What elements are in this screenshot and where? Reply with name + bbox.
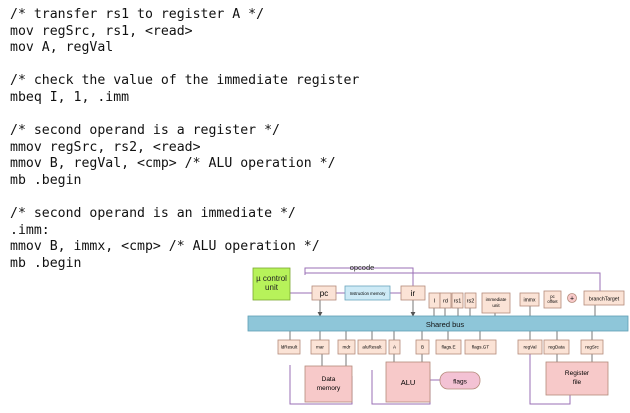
shared-bus [247, 315, 629, 332]
bus-reg-regVal-box [517, 339, 543, 355]
pc-register [311, 285, 337, 301]
adder-circle [567, 293, 577, 303]
bus-reg-regVal-label: regVal [524, 345, 537, 350]
branch-target-label: branchTarget [589, 297, 620, 303]
bus-reg-ldResult-label: ldResult [281, 345, 298, 350]
code-line: /* transfer rs1 to register A */ [10, 7, 265, 22]
code-line: /* second operand is an immediate */ [10, 206, 296, 222]
flags-unit [439, 371, 481, 390]
immx-label: immx [524, 298, 536, 304]
bus-reg-A-label: A [393, 345, 397, 350]
bus-reg-regData-box [543, 339, 570, 355]
bus-reg-mdr-label: mdr [343, 345, 351, 350]
shared-bus-label: Shared bus [426, 320, 465, 329]
field-reg-I-label: I [434, 298, 436, 304]
bus-connectors [289, 300, 596, 366]
alu-label: ALU [401, 378, 416, 387]
data-memory [304, 365, 353, 403]
bus-reg-A-box [388, 339, 401, 355]
ir-label: ir [411, 289, 416, 298]
code-line: mov regSrc, rs1, <read> [10, 23, 193, 39]
field-reg-rs2-box [464, 292, 477, 309]
field-reg-rd-label: rd [443, 298, 448, 304]
control-unit-box [252, 267, 291, 301]
bus-reg-ldResult-box [277, 339, 301, 355]
bus-reg-mar-label: mar [316, 345, 324, 350]
instruction-memory-label: Instruction memory [350, 291, 387, 296]
code-line: /* second operand is a register */ [10, 123, 280, 139]
alu [385, 361, 431, 403]
bus-reg-flags-E-box [435, 339, 462, 355]
code-line: mb .begin [10, 172, 82, 188]
instruction-memory [344, 285, 391, 301]
code-line: mbeq I, 1, .imm [10, 89, 130, 105]
field-reg-rs2-label: rs2 [467, 298, 475, 304]
bus-reg-B-box [415, 339, 430, 355]
field-reg-rs1-box [451, 292, 464, 309]
bus-reg-regSrc-box [580, 339, 604, 355]
flags-label: flags [453, 379, 467, 386]
microcode-listing: /* transfer rs1 to register A */mov regS… [10, 7, 359, 273]
field-reg-rs1-label: rs1 [454, 298, 462, 304]
bus-reg-mar-box [310, 339, 330, 355]
code-line: mmov regSrc, rs2, <read> [10, 139, 201, 155]
bus-reg-flags-E-label: flags.E [441, 345, 455, 350]
bus-reg-aluResult-box [357, 339, 387, 355]
register-file [545, 361, 609, 396]
bus-reg-regData-label: regData [548, 345, 565, 350]
bus-reg-mdr-box [337, 339, 356, 355]
ir-register [400, 285, 426, 301]
bus-reg-regSrc-label: regSrc [585, 345, 599, 350]
code-line: /* check the value of the immediate regi… [10, 73, 360, 89]
immx-register [519, 292, 540, 307]
bus-reg-aluResult-label: aluResult [362, 345, 382, 350]
pc-label: pc [320, 289, 328, 298]
code-line: mmov B, immx, <cmp> /* ALU operation */ [10, 239, 320, 255]
immediate-unit [481, 292, 511, 314]
opcode-label: opcode [350, 263, 375, 272]
bus-reg-flags-GT-box [464, 339, 497, 355]
bus-reg-flags-GT-label: flags.GT [472, 345, 490, 350]
code-line: mmov B, regVal, <cmp> /* ALU operation *… [10, 156, 336, 172]
adder-label: + [570, 296, 574, 303]
code-line: .imm: [10, 222, 50, 238]
code-line: mb .begin [10, 255, 82, 271]
bus-reg-B-label: B [421, 345, 424, 350]
code-line: mov A, regVal [10, 40, 114, 56]
branch-target-register [583, 290, 625, 306]
pc-offset-register [543, 290, 562, 309]
field-reg-rd-box [439, 292, 452, 309]
